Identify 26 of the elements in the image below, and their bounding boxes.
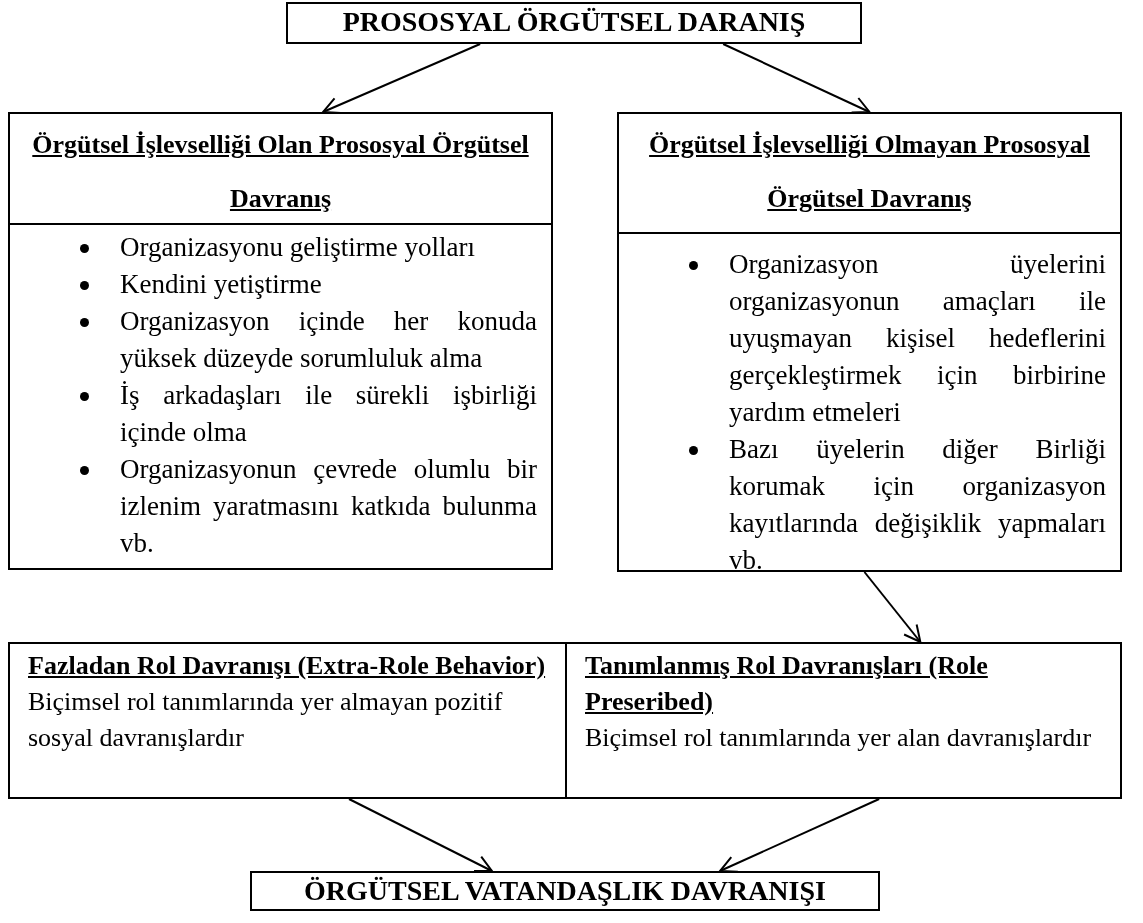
arrow	[348, 798, 493, 872]
bullet-text: Organizasyon üyelerini organizasyonun amaçları ile uyuşmayan kişisel hedeflerini gerçekleştirmek için birbirine yardım etmeleri	[729, 248, 1106, 429]
bullet-text: İş arkadaşları ile sürekli işbirliği içinde olma	[120, 379, 537, 449]
result-box	[250, 871, 880, 911]
category-box	[617, 112, 1122, 572]
bullet-text: Organizasyon içinde her konuda yüksek düzeyde sorumluluk alma	[120, 305, 537, 375]
cell-text: Biçimsel rol tanımlarında yer alan davranışlardır	[584, 722, 1093, 754]
bullet-text: Kendini yetiştirme	[120, 268, 323, 301]
heading: ÖRGÜTSEL VATANDAŞLIK DAVRANIŞI	[303, 874, 827, 908]
bullet-text: Organizasyonu geliştirme yolları	[120, 231, 476, 264]
cell-text: Biçimsel rol tanımlarında yer almayan pozitif sosyal davranışlardır	[27, 686, 504, 754]
category-box	[8, 112, 553, 570]
arrow	[863, 571, 922, 643]
heading: Örgütsel İşlevselliği Olmayan Prososyal Örgütsel Davranış	[619, 114, 1120, 234]
title-box	[286, 2, 862, 44]
arrow	[322, 43, 482, 114]
bullet-text: Bazı üyelerin diğer Birliği korumak için organizasyon kayıtlarında değişiklik yapmaları vb.	[729, 433, 1106, 577]
arrow	[722, 43, 871, 114]
cell-heading: Fazladan Rol Davranışı (Extra-Role Behavior)	[27, 650, 547, 682]
cell-heading: Tanımlanmış Rol Davranışları (Role Preseribed)	[584, 650, 989, 718]
bullet-text: Organizasyonun çevrede olumlu bir izlenim yaratmasını katkıda bulunma vb.	[120, 453, 537, 560]
heading: PROSOSYAL ÖRGÜTSEL DARANIŞ	[341, 5, 807, 39]
arrow	[719, 798, 881, 873]
table-cell	[8, 642, 567, 799]
heading: Örgütsel İşlevselliği Olan Prososyal Örgütsel Davranış	[10, 114, 551, 225]
table-cell	[565, 642, 1122, 799]
